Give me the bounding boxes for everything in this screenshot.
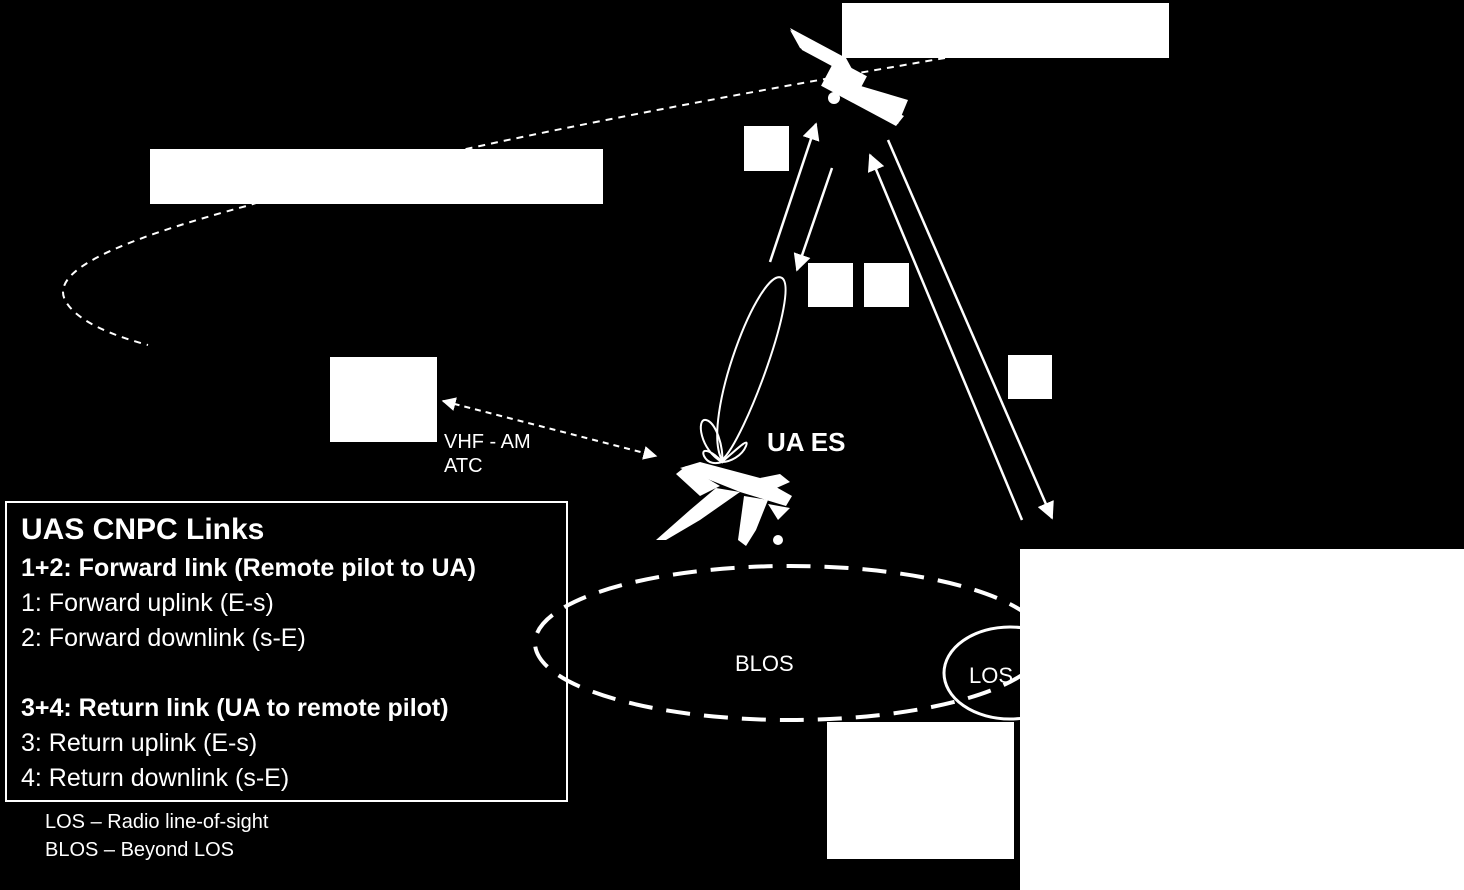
- legend-return-uplink: 3: Return uplink (E-s): [21, 729, 258, 757]
- legend-return-header: 3+4: Return link (UA to remote pilot): [21, 694, 449, 722]
- masked-box-control-station: [1020, 549, 1464, 890]
- los-label: LOS: [969, 663, 1014, 688]
- aircraft-icon: [656, 462, 792, 546]
- legend-forward-header: 1+2: Forward link (Remote pilot to UA): [21, 554, 476, 582]
- antenna-beam-icon: [699, 276, 787, 465]
- masked-box-orbit-label: [150, 149, 603, 204]
- atc-label: ATC: [444, 455, 483, 477]
- link-3-arrow: [867, 153, 1024, 521]
- legend-forward-downlink: 2: Forward downlink (s-E): [21, 624, 306, 652]
- legend-return-downlink: 4: Return downlink (s-E): [21, 764, 290, 792]
- legend-forward-uplink: 1: Forward uplink (E-s): [21, 589, 274, 617]
- link-2-arrow: [793, 167, 834, 272]
- vhf-am-label: VHF - AM: [444, 431, 531, 453]
- ua-es-label: UA ES: [767, 427, 846, 457]
- legend-box: UAS CNPC Links 1+2: Forward link (Remote…: [5, 501, 568, 802]
- masked-box-link-3-number: [864, 263, 909, 307]
- legend-title: UAS CNPC Links: [21, 513, 265, 546]
- orbit-path: [62, 57, 946, 346]
- masked-box-ground-station: [827, 722, 1014, 859]
- blos-definition: BLOS – Beyond LOS: [45, 839, 235, 861]
- link-1-arrow: [768, 122, 820, 263]
- vhf-atc-link: [441, 397, 658, 460]
- blos-coverage: [533, 564, 1047, 722]
- masked-box-link-1-number: [744, 126, 789, 171]
- los-definition: LOS – Radio line-of-sight: [45, 811, 269, 833]
- masked-box-atc: [330, 357, 437, 442]
- masked-box-link-2-number: [808, 263, 853, 307]
- link-4-arrow: [886, 139, 1054, 520]
- masked-box-satellite-label: [842, 3, 1169, 58]
- blos-label: BLOS: [735, 651, 794, 676]
- satellite-icon: [790, 28, 908, 126]
- masked-box-link-4-number: [1008, 355, 1052, 399]
